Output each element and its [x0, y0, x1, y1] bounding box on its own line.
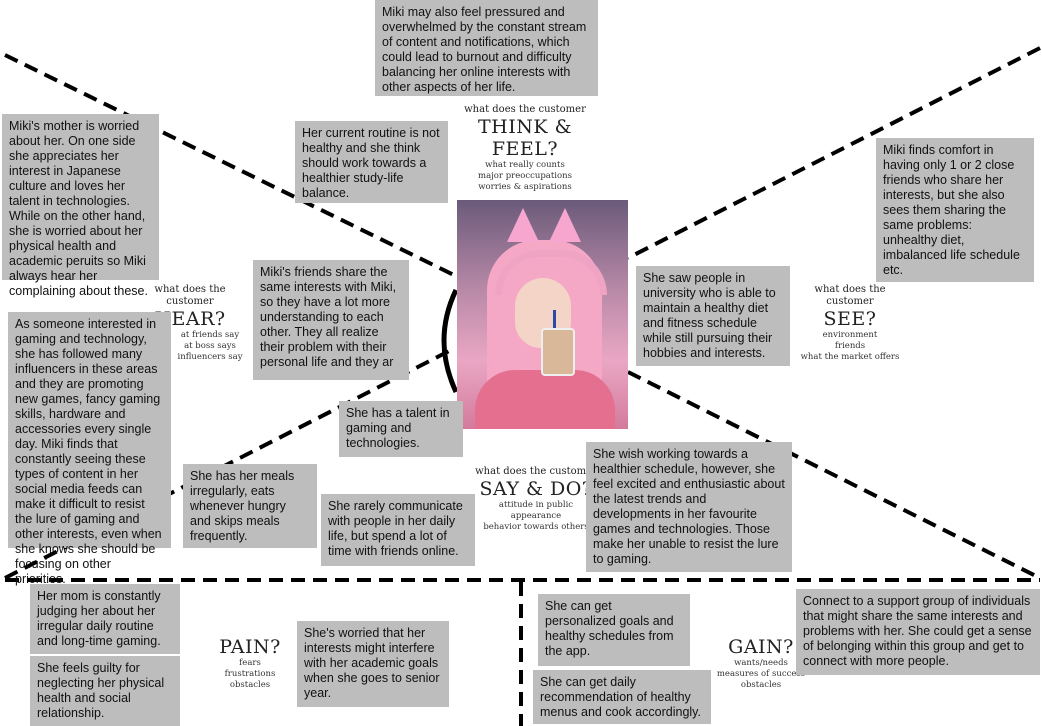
note-see-friends: Miki finds comfort in having only 1 or 2…	[876, 138, 1034, 282]
think-feel-prefix: what does the customer	[464, 104, 586, 115]
note-talent: She has a talent in gaming and technolog…	[339, 401, 463, 457]
think-feel-title: THINK & FEEL?	[477, 116, 573, 160]
note-guilty: She feels guilty for neglecting her phys…	[30, 656, 180, 726]
gain-sub: wants/needs	[734, 658, 788, 668]
think-feel-sub: what really counts	[485, 160, 565, 170]
gain-sub: measures of success	[716, 669, 806, 679]
note-hear-friends: Miki's friends share the same interests …	[253, 260, 409, 380]
say-do-prefix: what does the customer	[475, 466, 597, 477]
note-worried-goals: She's worried that her interests might i…	[297, 621, 449, 707]
note-rarely: She rarely communicate with people in he…	[321, 494, 475, 566]
say-do-sub: appearance	[510, 511, 562, 521]
see-sub: what the market offers	[800, 352, 900, 362]
note-wish: She wish working towards a healthier sch…	[586, 442, 792, 572]
persona-photo	[457, 200, 628, 429]
hear-title: HEAR?	[154, 308, 226, 330]
gain-label: GAIN? wants/needs measures of success ob…	[716, 636, 806, 691]
note-think-routine: Her current routine is not healthy and s…	[295, 121, 448, 203]
note-daily-menu: She can get daily recommendation of heal…	[533, 670, 711, 724]
see-sub: friends	[834, 341, 866, 351]
pain-title: PAIN?	[219, 636, 281, 658]
pain-sub: fears	[239, 658, 261, 668]
divider-bottom-left	[4, 346, 456, 580]
note-meals: She has her meals irregularly, eats when…	[183, 464, 317, 548]
say-do-title: SAY & DO?	[479, 478, 593, 500]
hear-sub: at boss says	[184, 341, 236, 351]
pain-sub: frustrations	[224, 669, 276, 679]
divider-bottom-right	[627, 370, 1041, 580]
note-mother: Miki's mother is worried about her. On o…	[2, 114, 159, 298]
think-feel-sub: worries & aspirations	[478, 182, 572, 192]
note-mom-judging: Her mom is constantly judging her about …	[30, 584, 180, 654]
note-top-center: Miki may also feel pressured and overwhe…	[375, 0, 598, 96]
head-outline	[441, 288, 459, 394]
gain-title: GAIN?	[728, 636, 794, 658]
see-prefix: what does the customer	[814, 284, 886, 307]
note-influencers: As someone interested in gaming and tech…	[8, 312, 171, 586]
hear-sub: at friends say	[180, 330, 240, 340]
note-support-group: Connect to a support group of individual…	[796, 589, 1040, 675]
divider-top-left	[4, 53, 461, 280]
hear-prefix: what does the customer	[154, 284, 226, 307]
pain-sub: obstacles	[229, 680, 271, 690]
divider-top-right	[627, 46, 1041, 260]
say-do-sub: behavior towards others	[483, 522, 589, 532]
say-do-label: what does the customer SAY & DO? attitud…	[463, 466, 609, 533]
hear-sub: influencers say	[177, 352, 243, 362]
think-feel-label: what does the customer THINK & FEEL? wha…	[450, 104, 600, 193]
see-label: what does the customer SEE? environment …	[790, 284, 910, 363]
see-sub: environment	[822, 330, 878, 340]
note-personalized: She can get personalized goals and healt…	[538, 594, 690, 666]
pain-label: PAIN? fears frustrations obstacles	[210, 636, 290, 691]
hear-label: what does the customer HEAR? at friends …	[130, 284, 250, 363]
think-feel-sub: major preoccupations	[478, 171, 572, 181]
see-title: SEE?	[823, 308, 877, 330]
note-see-university: She saw people in university who is able…	[636, 266, 790, 366]
gain-sub: obstacles	[740, 680, 782, 690]
say-do-sub: attitude in public	[498, 500, 574, 510]
